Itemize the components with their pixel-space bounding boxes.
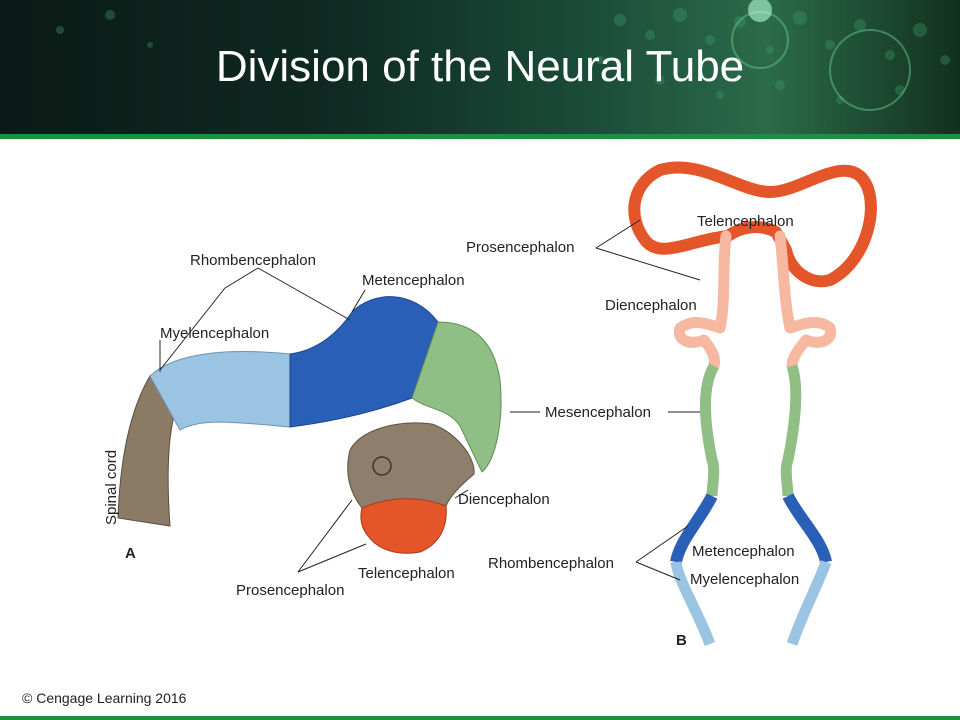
panel-label-b: B	[676, 632, 687, 649]
page-title: Division of the Neural Tube	[215, 42, 745, 91]
metencephalon-region-a	[289, 296, 439, 428]
label-myelencephalon-a: Myelencephalon	[160, 325, 269, 342]
mesencephalon-left-b	[700, 363, 720, 497]
header-divider	[0, 134, 960, 139]
diencephalon-left-b	[673, 230, 732, 372]
footer-divider	[0, 716, 960, 720]
header-decoration	[56, 0, 950, 111]
label-rhombencephalon-b: Rhombencephalon	[488, 555, 614, 572]
mesencephalon-region-a	[411, 321, 502, 473]
label-prosencephalon-a: Prosencephalon	[236, 582, 344, 599]
metencephalon-left-b	[670, 493, 718, 564]
copyright-notice: © Cengage Learning 2016	[22, 690, 187, 706]
figure-a: Rhombencephalon Metencephalon Myelenceph…	[103, 252, 651, 599]
label-telencephalon-b: Telencephalon	[697, 213, 794, 230]
label-telencephalon-a: Telencephalon	[358, 565, 455, 582]
label-spinal-cord-a: Spinal cord	[103, 450, 120, 525]
figure-b: Telencephalon Prosencephalon Diencephalo…	[466, 161, 877, 649]
mesencephalon-right-b	[780, 364, 802, 497]
telencephalon-region-b	[628, 161, 877, 288]
diencephalon-right-b	[774, 230, 837, 372]
label-mesencephalon: Mesencephalon	[545, 404, 651, 421]
neural-tube-diagram: Rhombencephalon Metencephalon Myelenceph…	[103, 161, 877, 649]
label-rhombencephalon-a: Rhombencephalon	[190, 252, 316, 269]
label-diencephalon-b: Diencephalon	[605, 297, 697, 314]
panel-label-a: A	[125, 545, 136, 562]
myelencephalon-right-b	[786, 560, 832, 646]
diencephalon-region-a	[347, 422, 475, 509]
label-myelencephalon-b: Myelencephalon	[690, 571, 799, 588]
myelencephalon-left-b	[670, 561, 716, 646]
diencephalon-swirl-icon	[372, 456, 392, 476]
label-prosencephalon-b: Prosencephalon	[466, 239, 574, 256]
label-metencephalon-a: Metencephalon	[362, 272, 465, 289]
label-metencephalon-b: Metencephalon	[692, 543, 795, 560]
telencephalon-region-a	[360, 498, 447, 554]
header-banner: Division of the Neural Tube	[0, 0, 960, 135]
label-diencephalon-a: Diencephalon	[458, 491, 550, 508]
metencephalon-right-b	[782, 493, 832, 564]
